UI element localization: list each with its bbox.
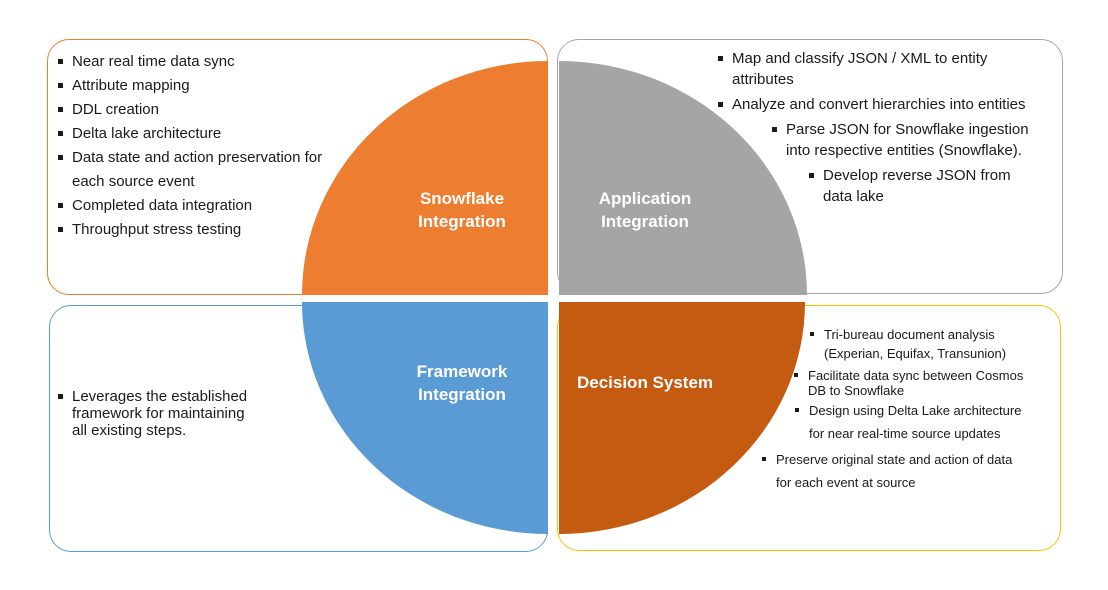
framework-integration-label: Framework Integration bbox=[416, 362, 508, 404]
list-item: Parse JSON for Snowflake ingestion into … bbox=[770, 119, 1056, 161]
list-item: Tri-bureau document analysis (Experian, … bbox=[808, 325, 1060, 363]
list-item: Map and classify JSON / XML to entity at… bbox=[716, 48, 1056, 90]
decision-system-wedge bbox=[559, 302, 805, 534]
list-item: Preserve original state and action of da… bbox=[760, 448, 1060, 494]
list-item: Near real time data sync bbox=[56, 50, 346, 74]
list-item: Leverages the established framework for … bbox=[56, 388, 276, 439]
list-item: Delta lake architecture bbox=[56, 122, 346, 146]
list-item: Design using Delta Lake architecture for… bbox=[793, 399, 1060, 445]
list-item: Develop reverse JSON from data lake bbox=[807, 165, 1056, 207]
application-integration-list: Map and classify JSON / XML to entity at… bbox=[716, 48, 1056, 211]
list-item: Data state and action preservation for e… bbox=[56, 146, 346, 194]
snowflake-integration-wedge bbox=[302, 61, 548, 295]
list-item: Completed data integration bbox=[56, 194, 346, 218]
application-integration-wedge bbox=[559, 61, 807, 295]
decision-system-list: Tri-bureau document analysis (Experian, … bbox=[760, 325, 1060, 494]
list-item: DDL creation bbox=[56, 98, 346, 122]
snowflake-integration-list: Near real time data sync Attribute mappi… bbox=[56, 50, 346, 242]
decision-system-label: Decision System bbox=[576, 373, 714, 392]
framework-integration-list: Leverages the established framework for … bbox=[56, 388, 276, 439]
list-item: Attribute mapping bbox=[56, 74, 346, 98]
list-item: Throughput stress testing bbox=[56, 218, 346, 242]
application-integration-label: Application Integration bbox=[598, 189, 692, 231]
framework-integration-wedge bbox=[302, 302, 548, 534]
list-item: Facilitate data sync between Cosmos DB t… bbox=[792, 368, 1060, 398]
list-item: Analyze and convert hierarchies into ent… bbox=[716, 94, 1056, 115]
snowflake-integration-label: Snowflake Integration bbox=[418, 189, 506, 231]
